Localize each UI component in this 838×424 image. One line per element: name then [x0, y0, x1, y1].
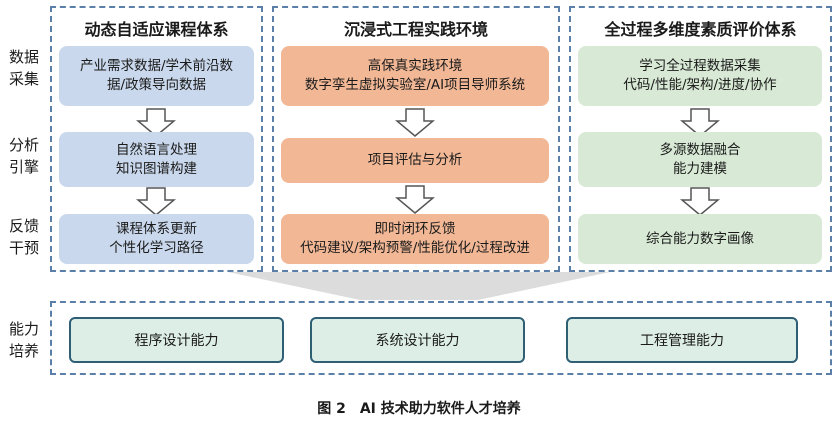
down-arrow-icon	[395, 185, 435, 214]
panel-quality-evaluation: 全过程多维度素质评价体系 学习全过程数据采集 代码/性能/架构/进度/协作 多源…	[569, 6, 832, 272]
panel-title: 沉浸式工程实践环境	[343, 20, 488, 39]
down-arrow-icon	[680, 187, 720, 216]
capability-box-programming: 程序设计能力	[69, 317, 284, 363]
flow-box: 产业需求数据/学术前沿数 据/政策导向数据	[59, 46, 254, 106]
flow-box: 学习全过程数据采集 代码/性能/架构/进度/协作	[578, 46, 822, 106]
flow-box: 即时闭环反馈 代码建议/架构预警/性能优化/过程改进	[281, 214, 549, 264]
down-arrow-icon	[395, 108, 435, 137]
panel-immersive-practice: 沉浸式工程实践环境 高保真实践环境 数字孪生虚拟实验室/AI项目导师系统 项目评…	[272, 6, 560, 272]
row-label-ability-training: 能力 培养	[8, 320, 39, 360]
flow-box: 综合能力数字画像	[578, 214, 822, 264]
flow-box: 多源数据融合 能力建模	[578, 132, 822, 187]
panel-title: 全过程多维度素质评价体系	[604, 20, 797, 39]
capability-box-system-design: 系统设计能力	[310, 317, 525, 363]
flow-box: 课程体系更新 个性化学习路径	[59, 214, 254, 264]
capability-box-engineering-management: 工程管理能力	[566, 317, 798, 363]
down-arrow-icon	[136, 108, 176, 137]
panel-dynamic-curriculum: 动态自适应课程体系 产业需求数据/学术前沿数 据/政策导向数据 自然语言处理 知…	[50, 6, 263, 272]
capability-section	[50, 301, 832, 375]
down-arrow-icon	[136, 187, 176, 216]
row-label-data-collection: 数据 采集	[8, 48, 39, 88]
figure-caption: 图 2 AI 技术助力软件人才培养	[317, 401, 521, 417]
row-label-analysis-engine: 分析 引擎	[8, 136, 39, 176]
down-arrow-icon	[680, 108, 720, 137]
flow-box: 自然语言处理 知识图谱构建	[59, 132, 254, 187]
flow-box: 项目评估与分析	[281, 138, 549, 183]
row-label-feedback-intervention: 反馈 干预	[8, 217, 39, 257]
flow-box: 高保真实践环境 数字孪生虚拟实验室/AI项目导师系统	[281, 46, 549, 106]
panel-title: 动态自适应课程体系	[84, 20, 229, 39]
